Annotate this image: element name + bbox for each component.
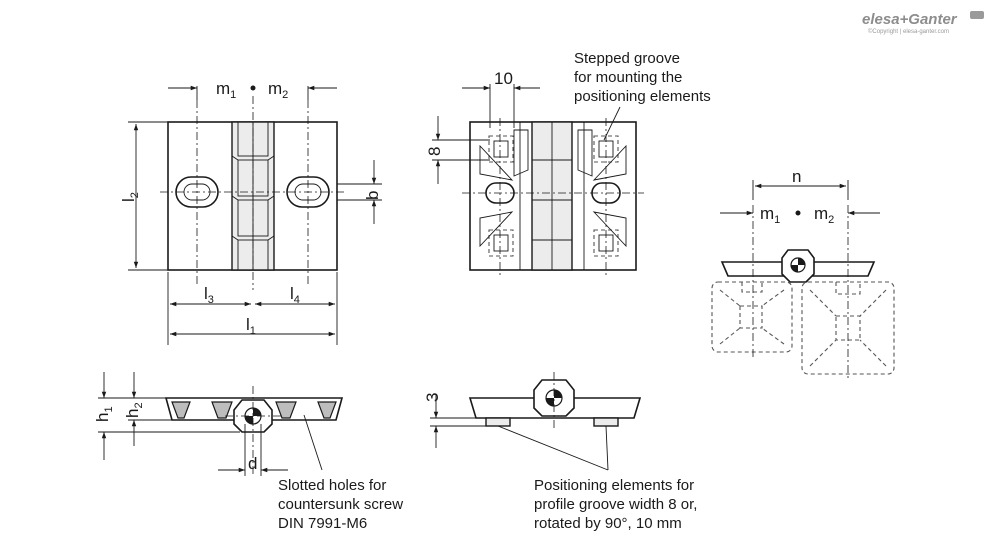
dim-h2: h2 (123, 402, 145, 418)
dim-profile-m2: m2 (814, 204, 834, 226)
dim-8: 8 (425, 147, 444, 156)
dim-l1: l1 (246, 315, 256, 337)
dim-l3: l3 (204, 284, 214, 306)
side-section-view: h1 h2 d (93, 372, 344, 476)
front-view: m1 m2 l2 b l3 l4 l1 (119, 79, 382, 345)
dim-b: b (363, 191, 382, 200)
dim-10: 10 (494, 69, 513, 88)
profile-mounting-view: n m1 m2 (711, 167, 895, 380)
dim-m1: m1 (216, 79, 236, 101)
side-view-positioning: 3 (423, 372, 642, 471)
dim-3: 3 (423, 393, 442, 402)
dim-profile-m1: m1 (760, 204, 780, 226)
brand-badge-icon (970, 11, 984, 19)
positioning-element-left (485, 417, 511, 427)
note-positioning-elements: Positioning elements for profile groove … (534, 477, 702, 532)
dim-n: n (792, 167, 801, 186)
dim-l4: l4 (290, 284, 300, 306)
dim-h1: h1 (93, 406, 115, 422)
rear-view: 10 8 (425, 69, 644, 275)
positioning-element-right (593, 417, 619, 427)
note-slotted-holes: Slotted holes for countersunk screw DIN … (278, 477, 407, 532)
aluminium-profile-left (711, 281, 793, 353)
brand-logo: elesa+Ganter ©Copyright | elesa-ganter.c… (862, 11, 984, 35)
note-stepped-groove: Stepped groove for mounting the position… (574, 50, 711, 105)
brand-logo-text: elesa+Ganter (862, 11, 958, 28)
dim-m2: m2 (268, 79, 288, 101)
dim-d: d (248, 454, 257, 473)
dim-l2: l2 (119, 192, 141, 202)
brand-copyright: ©Copyright | elesa-ganter.com (868, 28, 949, 35)
